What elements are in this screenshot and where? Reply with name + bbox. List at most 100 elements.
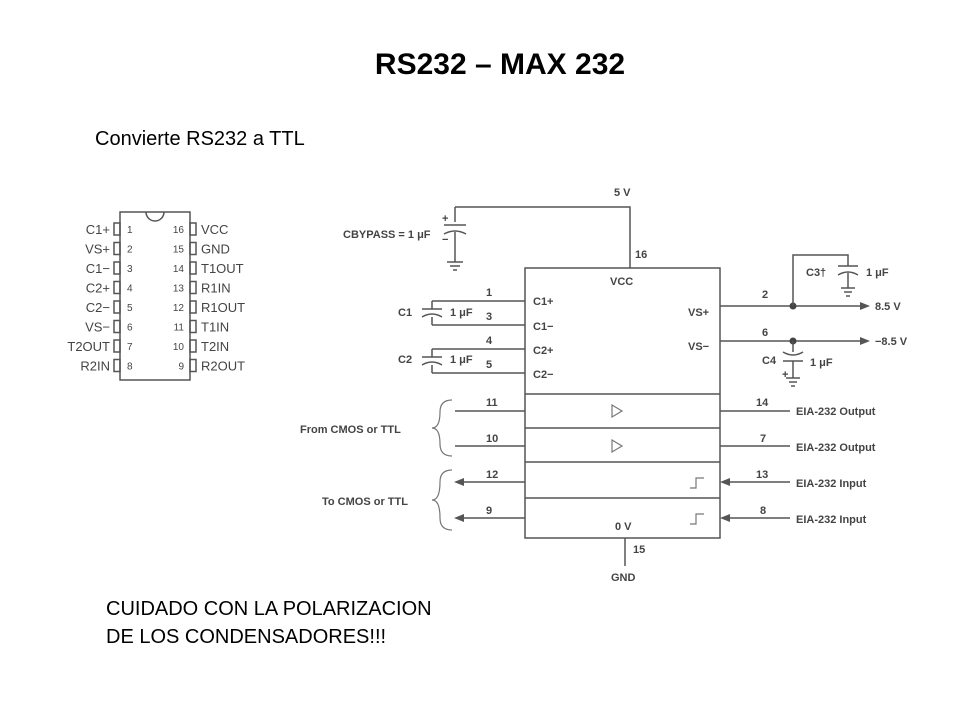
dip-pin-label: R2IN bbox=[80, 359, 110, 374]
dip-pin-number: 3 bbox=[127, 264, 133, 275]
pin-num-11: 11 bbox=[486, 397, 498, 409]
pin-num-12: 12 bbox=[486, 469, 498, 481]
c4-label: C4 bbox=[762, 355, 777, 367]
dip-pin-box bbox=[113, 241, 121, 256]
dip-pin-box bbox=[189, 300, 197, 314]
subtitle: Convierte RS232 a TTL bbox=[95, 128, 305, 150]
dip16-pinout: 1 C1+ 2 VS+ 3 C1− 4 C2+ 5 C2− 6 VS− 7 T2OUT 8 R2IN 16 VC… bbox=[67, 211, 245, 381]
c1-label: C1 bbox=[398, 307, 412, 319]
pin-label-c2minus: C2− bbox=[533, 369, 554, 381]
cbypass-plate-bottom bbox=[443, 230, 467, 235]
zero-v-label: 0 V bbox=[615, 521, 632, 533]
gnd-label: GND bbox=[611, 572, 636, 584]
pin-num-5: 5 bbox=[486, 359, 492, 371]
from-brace bbox=[431, 399, 453, 457]
dip-body bbox=[119, 211, 191, 381]
dip-pin-label: C1− bbox=[86, 261, 110, 276]
dip-notch bbox=[145, 211, 165, 222]
dip-pin-box bbox=[113, 319, 121, 334]
pin-num-3: 3 bbox=[486, 311, 492, 323]
supply-label: 5 V bbox=[614, 187, 631, 199]
dip-pin-label: VS− bbox=[85, 320, 110, 335]
dip-pin-number: 4 bbox=[127, 284, 133, 295]
dip-pin-number: 6 bbox=[127, 323, 133, 334]
dip-pin-number: 10 bbox=[173, 342, 185, 353]
driver-1-symbol bbox=[611, 403, 624, 419]
pin-label-c2plus: C2+ bbox=[533, 345, 554, 357]
warning-line-2: DE LOS CONDENSADORES!!! bbox=[106, 626, 387, 648]
dip-pin-number: 15 bbox=[173, 245, 185, 256]
pin-num-9: 9 bbox=[486, 505, 492, 517]
cbypass-minus: − bbox=[442, 234, 448, 246]
dip-pin-label: GND bbox=[201, 242, 230, 257]
dip-pin-number: 5 bbox=[127, 303, 133, 314]
receiver-output-wires bbox=[462, 481, 525, 519]
dip-pin-number: 12 bbox=[173, 303, 185, 314]
vs-plus-label: VS+ bbox=[688, 307, 709, 319]
pin-num-4: 4 bbox=[486, 335, 493, 347]
dip-pin-label: T1OUT bbox=[201, 261, 244, 276]
dip-pin-number: 7 bbox=[127, 342, 133, 353]
dip-pin-label: R1OUT bbox=[201, 300, 245, 315]
dip-pin-number: 11 bbox=[174, 323, 185, 334]
dip-pin-box bbox=[189, 358, 197, 373]
c2-label: C2 bbox=[398, 354, 412, 366]
cap-pin-wires bbox=[432, 300, 525, 374]
pin-num-14: 14 bbox=[756, 397, 769, 409]
pin-num-8: 8 bbox=[760, 505, 766, 517]
receiver-input-wires bbox=[728, 481, 790, 519]
vcc-pin-num: 16 bbox=[635, 249, 647, 261]
svg-text:+: + bbox=[782, 369, 788, 381]
dip-pin-label: R2OUT bbox=[201, 359, 245, 374]
dip-pin-number: 13 bbox=[173, 284, 185, 295]
dip-pin-label: VCC bbox=[201, 222, 228, 237]
pin-label-c1plus: C1+ bbox=[533, 296, 554, 308]
page-title: RS232 – MAX 232 bbox=[374, 48, 626, 81]
dip-pin-label: C2+ bbox=[86, 281, 110, 296]
pin-label-c1minus: C1− bbox=[533, 321, 554, 333]
dip-pin-box bbox=[113, 358, 121, 373]
eia-input-1: EIA-232 Input bbox=[796, 478, 867, 490]
vs-minus-voltage: −8.5 V bbox=[875, 336, 908, 348]
vs-minus-label: VS− bbox=[688, 341, 709, 353]
driver-input-wires bbox=[455, 410, 525, 447]
dip-pin-box bbox=[113, 300, 121, 314]
dip-pin-box bbox=[113, 280, 121, 295]
eia-output-2: EIA-232 Output bbox=[796, 442, 876, 454]
c4-value: 1 μF bbox=[810, 357, 833, 369]
dip-pin-label: R1IN bbox=[201, 281, 231, 296]
vcc-label: VCC bbox=[610, 276, 633, 288]
dip-pin-number: 14 bbox=[173, 264, 185, 275]
dip-pin-number: 1 bbox=[127, 225, 133, 236]
schmitt-1-symbol bbox=[690, 477, 704, 489]
dip-pin-number: 16 bbox=[173, 225, 185, 236]
from-cmos-label: From CMOS or TTL bbox=[300, 424, 401, 436]
ic-body bbox=[524, 267, 721, 539]
dip-pin-number: 8 bbox=[127, 362, 133, 373]
pin-num-13: 13 bbox=[756, 469, 768, 481]
gnd-pin-num: 15 bbox=[633, 544, 645, 556]
dip-pin-label: C1+ bbox=[86, 222, 110, 237]
pin-num-1: 1 bbox=[486, 287, 492, 299]
dip-pin-number: 2 bbox=[127, 245, 133, 256]
dip-pin-box bbox=[189, 339, 197, 353]
dip-pin-label: T2OUT bbox=[67, 339, 110, 354]
dip-pin-label: C2− bbox=[86, 300, 110, 315]
eia-output-1: EIA-232 Output bbox=[796, 406, 876, 418]
dip-left-pins: 1 C1+ 2 VS+ 3 C1− 4 C2+ 5 C2− 6 VS− 7 T2OUT 8 R2IN bbox=[67, 222, 133, 374]
cbypass-label: CBYPASS = 1 μF bbox=[343, 229, 431, 241]
vs-plus-pin: 2 bbox=[762, 289, 768, 301]
vs-minus-pin: 6 bbox=[762, 327, 768, 339]
pin-num-7: 7 bbox=[760, 433, 766, 445]
eia-input-2: EIA-232 Input bbox=[796, 514, 867, 526]
c1-value: 1 μF bbox=[450, 307, 473, 319]
dip-pin-label: VS+ bbox=[85, 242, 110, 257]
dip-pin-label: T1IN bbox=[201, 320, 229, 335]
pin-num-10: 10 bbox=[486, 433, 498, 445]
warning-line-1: CUIDADO CON LA POLARIZACION bbox=[106, 598, 432, 620]
dip-pin-box bbox=[113, 339, 121, 353]
cbypass-plus: + bbox=[442, 213, 448, 225]
dip-pin-number: 9 bbox=[178, 362, 184, 373]
